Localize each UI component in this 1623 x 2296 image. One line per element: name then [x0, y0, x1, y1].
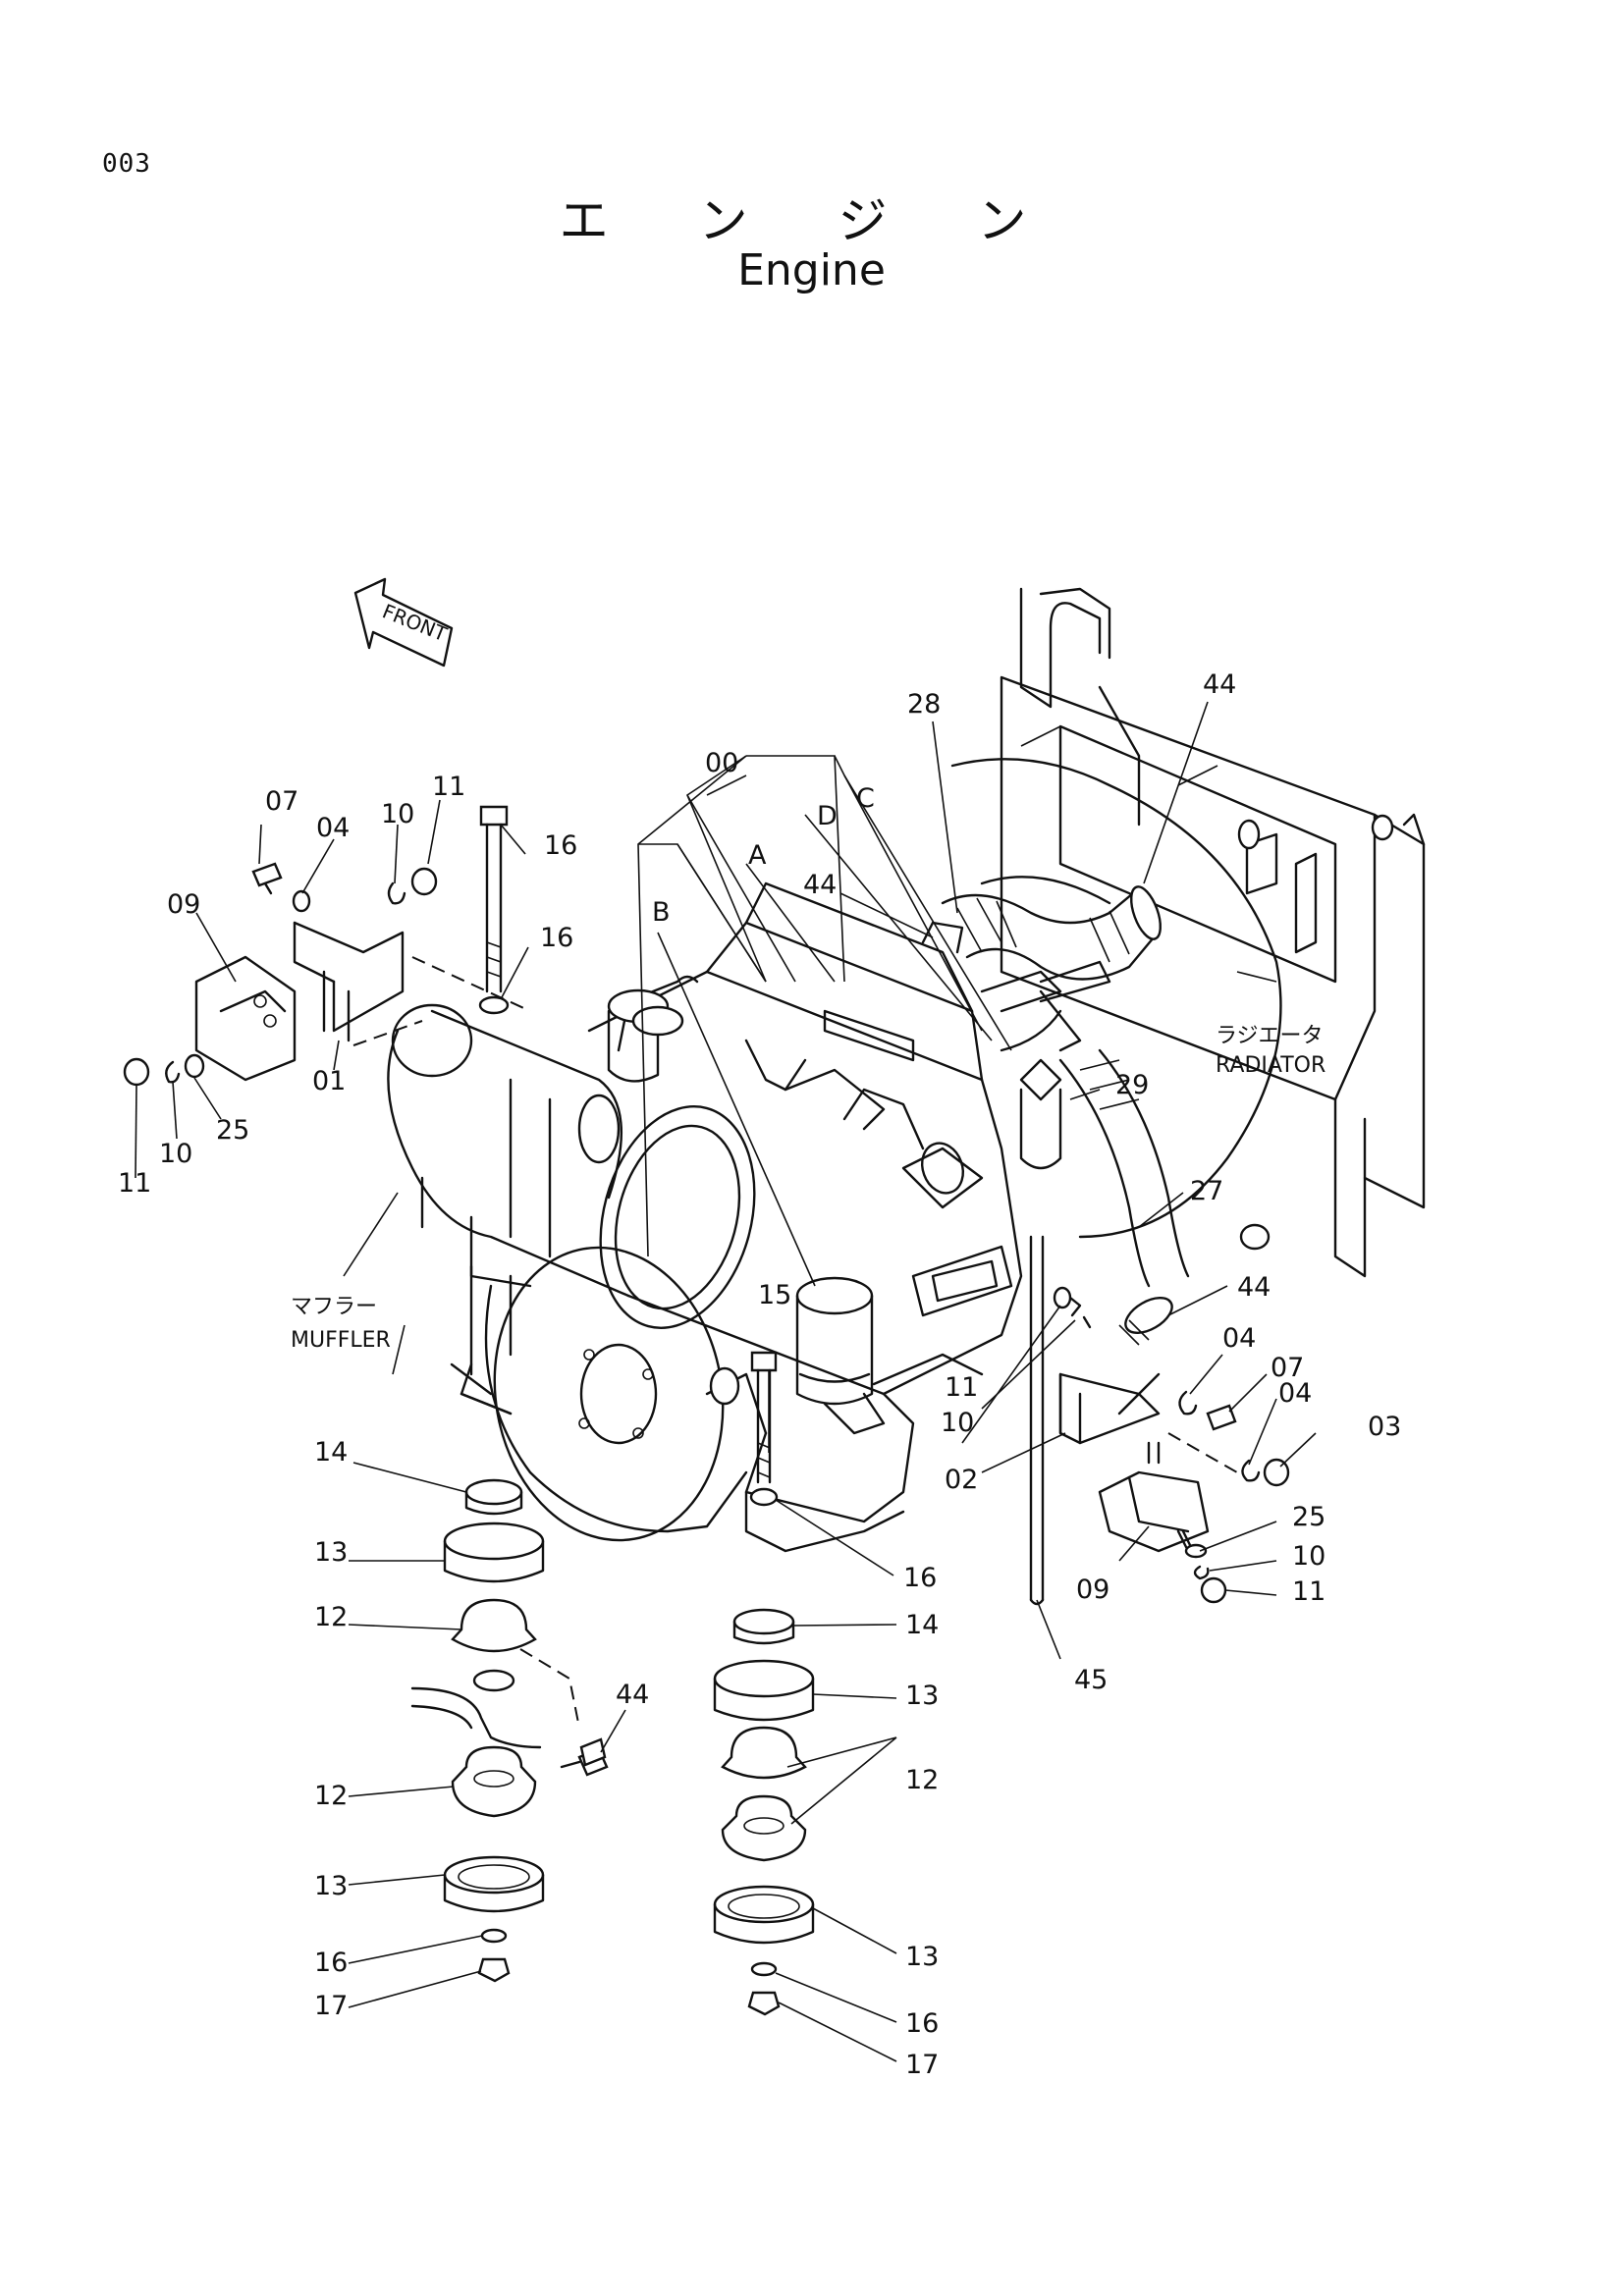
callout-29-mid: 44	[803, 870, 837, 900]
callout-10-left: 11	[118, 1168, 151, 1199]
callout-09-right: 10	[941, 1408, 974, 1438]
callout-25-left: 25	[216, 1115, 249, 1146]
engine-block	[577, 881, 1111, 1396]
callout-03-left: 04	[316, 813, 350, 843]
callout-28: 29	[1115, 1070, 1149, 1100]
radiator-label-jp: ラジエータ	[1216, 1024, 1324, 1048]
callout-03-right-b: 04	[1278, 1378, 1312, 1409]
callout-04-left: 07	[265, 786, 298, 817]
callout-05: 03	[1368, 1412, 1401, 1442]
callout-17-right: 17	[905, 2050, 939, 2080]
right-hardware	[1053, 1286, 1290, 1604]
callout-11-right: 12	[905, 1765, 939, 1795]
callout-27: 28	[907, 689, 941, 720]
engine-base-frame	[460, 1362, 915, 1553]
callout-45: 45	[1074, 1665, 1108, 1695]
callout-09-left: 10	[159, 1139, 192, 1169]
muffler-label-en: MUFFLER	[291, 1328, 391, 1353]
muffler-label-jp: マフラー	[291, 1295, 377, 1319]
callout-14-right: 16	[905, 2008, 939, 2039]
callout-C: C	[856, 783, 875, 814]
callout-29-bottom: 44	[1237, 1272, 1271, 1303]
callout-11-left-b: 12	[314, 1781, 348, 1811]
callout-07-right: 09	[1076, 1575, 1109, 1605]
callout-12-right-a: 13	[905, 1681, 939, 1711]
callout-07-left: 09	[167, 889, 200, 920]
flywheel-housing	[450, 1246, 768, 1542]
muffler	[387, 1003, 756, 1376]
callout-A: A	[748, 840, 767, 871]
bolt-15	[749, 1351, 779, 1507]
callout-10-right: 11	[945, 1372, 978, 1403]
callout-11-left-a: 12	[314, 1602, 348, 1632]
upper-radiator-hose	[941, 885, 1162, 981]
right-mount-bracket	[1058, 1372, 1238, 1553]
callout-14-top: 16	[540, 923, 573, 953]
right-mount-stack	[713, 1608, 815, 2016]
callout-12-left-b: 13	[314, 1871, 348, 1901]
bolt-16	[478, 805, 510, 1015]
callout-29-top: 44	[1203, 669, 1236, 700]
left-mount-stack	[410, 1478, 609, 1983]
title-english: Engine	[737, 245, 886, 295]
oil-filter	[795, 1276, 984, 1435]
callout-25-right: 25	[1292, 1502, 1325, 1532]
callout-04-right: 07	[1271, 1353, 1304, 1383]
bolt-44	[579, 1737, 607, 1767]
left-hardware	[123, 862, 438, 1087]
callout-15: 15	[758, 1280, 791, 1310]
left-mount-bracket	[194, 921, 531, 1082]
radiator-assembly	[950, 587, 1426, 1278]
callout-12-right-b: 13	[905, 1942, 939, 1972]
callout-26: 27	[1190, 1176, 1223, 1206]
dipstick-tube	[1029, 1235, 1045, 1606]
callout-14-mid: 16	[903, 1563, 937, 1593]
component-labels: ラジエータ RADIATOR マフラー MUFFLER	[291, 1024, 1325, 1353]
callout-02: 02	[945, 1465, 978, 1495]
leader-lines	[135, 701, 1317, 2062]
callout-14-left: 16	[314, 1948, 348, 1978]
callout-09-right-b: 10	[1292, 1541, 1325, 1572]
radiator-label-en: RADIATOR	[1216, 1053, 1325, 1078]
title-japanese: エ ン ジ ン	[559, 192, 1064, 249]
callout-44: 44	[616, 1680, 649, 1710]
callout-00: 00	[705, 748, 738, 778]
callout-13-right: 14	[905, 1610, 939, 1640]
callout-03-right-a: 04	[1222, 1323, 1256, 1354]
front-arrow: FRONT	[353, 577, 454, 667]
callout-17-left: 17	[314, 1991, 348, 2021]
page-number: 003	[102, 149, 151, 179]
callout-D: D	[817, 801, 838, 831]
callout-10-right-b: 11	[1292, 1576, 1325, 1607]
callout-13-left: 14	[314, 1437, 348, 1468]
callout-labels: 00 A B C D 07 04 10 11 16 16 09 01 25 10…	[118, 669, 1401, 2080]
callout-09-left-top: 10	[381, 799, 414, 829]
callout-12-left-a: 13	[314, 1537, 348, 1568]
callout-01: 01	[312, 1066, 346, 1096]
callout-16: 16	[544, 830, 577, 861]
callout-B: B	[652, 897, 671, 928]
callout-10-left-top: 11	[432, 772, 465, 802]
